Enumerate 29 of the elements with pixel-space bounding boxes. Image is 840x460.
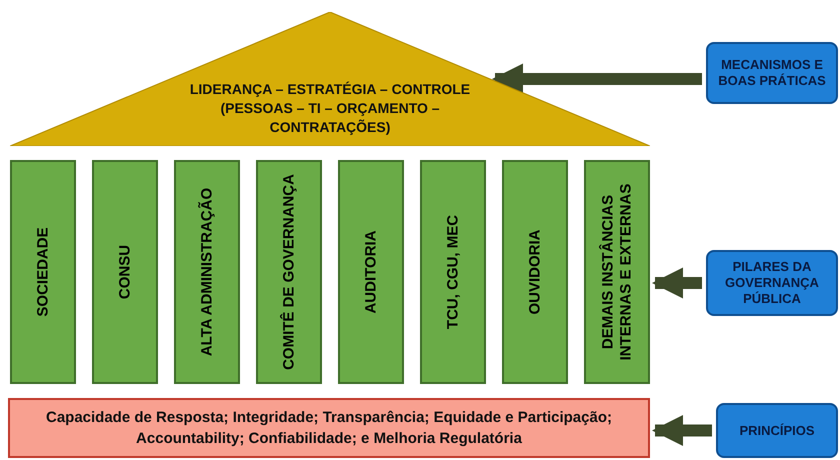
pillar-box (420, 160, 486, 384)
arrow (652, 414, 712, 446)
pillar-label: AUDITORIA (362, 229, 380, 316)
pillar-label: OUVIDORIA (526, 228, 544, 317)
roof-triangle (10, 12, 650, 146)
pillar-box (92, 160, 158, 384)
pillar-label: DEMAIS INSTÂNCIAS INTERNAS E EXTERNAS (599, 182, 635, 362)
pillar-box (256, 160, 322, 384)
roof-text: LIDERANÇA – ESTRATÉGIA – CONTROLE (PESSOAS – TI – ORÇAMENTO – CONTRATAÇÕES) (188, 80, 472, 137)
pillar-box (502, 160, 568, 384)
pillar-box (584, 160, 650, 384)
pillar-label: CONSU (116, 244, 134, 302)
pillar-label: TCU, CGU, MEC (444, 214, 462, 332)
pillar-box (338, 160, 404, 384)
pillar-label: ALTA ADMINISTRAÇÃO (198, 186, 216, 358)
pillar-label: SOCIEDADE (34, 226, 52, 319)
principles-text: Capacidade de Resposta; Integridade; Transparência; Equidade e Participação; Accountability; Confiabilidade; e Melhoria Regulatória (44, 408, 613, 449)
pillar-label: COMITÊ DE GOVERNANÇA (280, 173, 298, 372)
base-box (8, 398, 650, 458)
category-box (706, 42, 838, 104)
category-label: PRINCÍPIOS (739, 422, 815, 438)
arrow (492, 63, 702, 95)
category-label: MECANISMOS E BOAS PRÁTICAS (717, 57, 827, 89)
pillar-box (174, 160, 240, 384)
arrow (652, 267, 702, 299)
category-box (716, 403, 838, 458)
category-box (706, 250, 838, 316)
pillar-box (10, 160, 76, 384)
category-label: PILARES DA GOVERNANÇA PÚBLICA (724, 259, 820, 307)
